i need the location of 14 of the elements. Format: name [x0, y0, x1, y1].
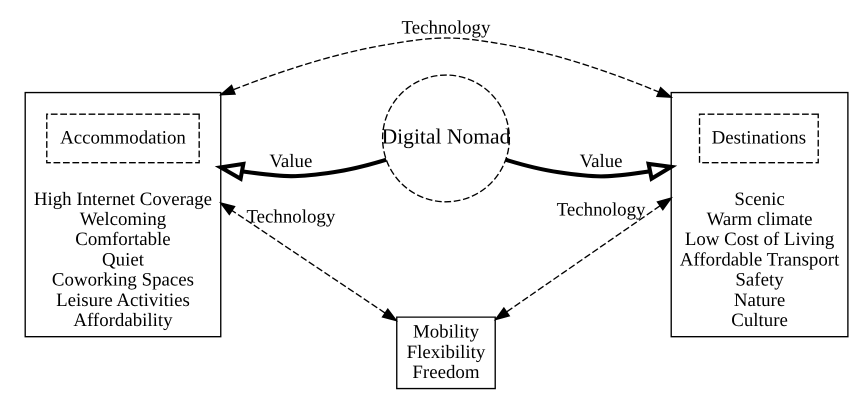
edge-label: Technology	[246, 206, 336, 227]
arrow	[214, 157, 387, 182]
node-box: Mobility Flexibility Freedom	[396, 316, 496, 389]
edge-label: Technology	[402, 17, 490, 38]
edge-label: Value	[580, 150, 623, 172]
arrow	[494, 196, 673, 320]
node-box: Accommodation	[46, 112, 200, 163]
edge-label: Value	[269, 150, 312, 172]
node-circle: Digital Nomad	[382, 74, 510, 202]
arrow	[218, 36, 674, 98]
arrow	[219, 201, 398, 322]
arrow	[505, 157, 678, 182]
node-box: Destinations	[698, 112, 819, 163]
edge-label: Technology	[556, 199, 646, 220]
